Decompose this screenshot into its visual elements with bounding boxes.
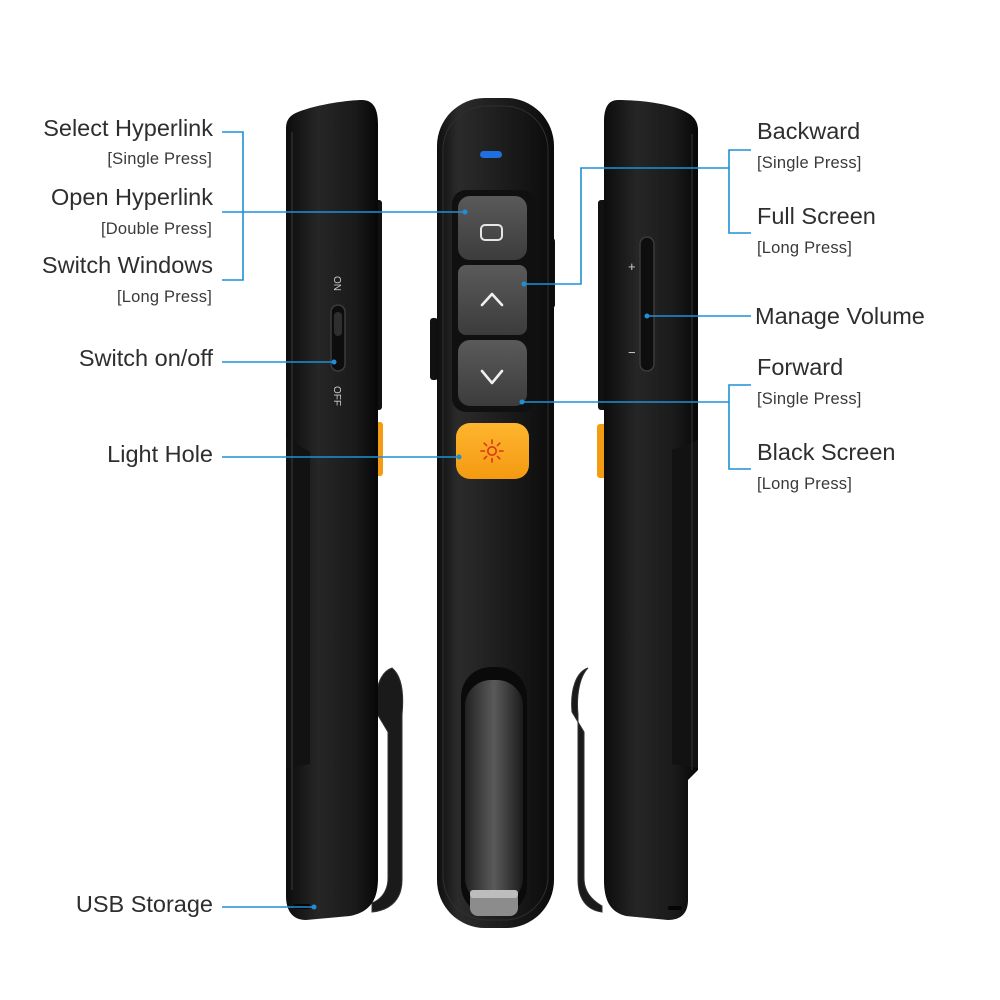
volume-minus-text: −: [628, 345, 636, 360]
label-switch-windows: Switch Windows: [41, 252, 213, 278]
label-select-hyperlink: Select Hyperlink: [43, 115, 213, 141]
power-switch-knob: [334, 312, 342, 336]
note-black-screen: [Long Press]: [757, 475, 853, 493]
leader-lines-left: [222, 131, 465, 908]
note-backward: [Single Press]: [757, 154, 862, 172]
rounded-square-icon: [480, 224, 503, 241]
chevron-up-icon: [480, 292, 504, 307]
right-clip: [571, 667, 603, 913]
label-black-screen: Black Screen: [757, 439, 896, 465]
left-body-panel: [286, 438, 310, 768]
label-manage-volume: Manage Volume: [755, 303, 925, 329]
note-forward: [Single Press]: [757, 390, 862, 408]
chevron-down-icon: [480, 369, 504, 385]
status-indicator-light: [480, 151, 502, 158]
front-left-ridge: [430, 318, 438, 380]
label-open-hyperlink: Open Hyperlink: [51, 184, 213, 210]
front-view: [430, 98, 555, 928]
leader-dots-right: [519, 281, 650, 405]
label-usb-storage: USB Storage: [75, 891, 213, 917]
leader-dots-left: [311, 209, 468, 910]
switch-on-text: ON: [331, 276, 342, 291]
note-switch-windows: [Long Press]: [116, 288, 212, 306]
note-full-screen: [Long Press]: [757, 239, 853, 257]
label-backward: Backward: [757, 118, 861, 144]
left-side-view: ON OFF: [286, 100, 404, 920]
label-light-hole: Light Hole: [107, 441, 213, 467]
leader-backward: [524, 167, 729, 285]
switch-off-text: OFF: [331, 386, 342, 406]
forward-button: [458, 340, 527, 406]
leader-forward-bracket: [728, 384, 751, 470]
leader-backward-bracket: [728, 149, 751, 234]
usb-receiver: [465, 680, 523, 904]
label-full-screen: Full Screen: [757, 203, 876, 229]
note-open-hyperlink: [Double Press]: [100, 220, 212, 238]
backward-button: [458, 265, 527, 335]
leader-hyperlink-bracket: [222, 131, 244, 281]
hyperlink-button: [458, 196, 527, 260]
laser-button: [456, 423, 529, 479]
right-side-view: + −: [571, 100, 698, 920]
label-switch-on-off: Switch on/off: [78, 345, 213, 371]
label-forward: Forward: [757, 354, 844, 380]
right-body-panel: [672, 440, 698, 768]
laser-burst-icon: [480, 439, 504, 463]
volume-plus-text: +: [628, 259, 636, 274]
note-select-hyperlink: [Single Press]: [107, 150, 212, 168]
volume-rocker: [639, 236, 655, 372]
leader-lines-right: [522, 149, 751, 470]
